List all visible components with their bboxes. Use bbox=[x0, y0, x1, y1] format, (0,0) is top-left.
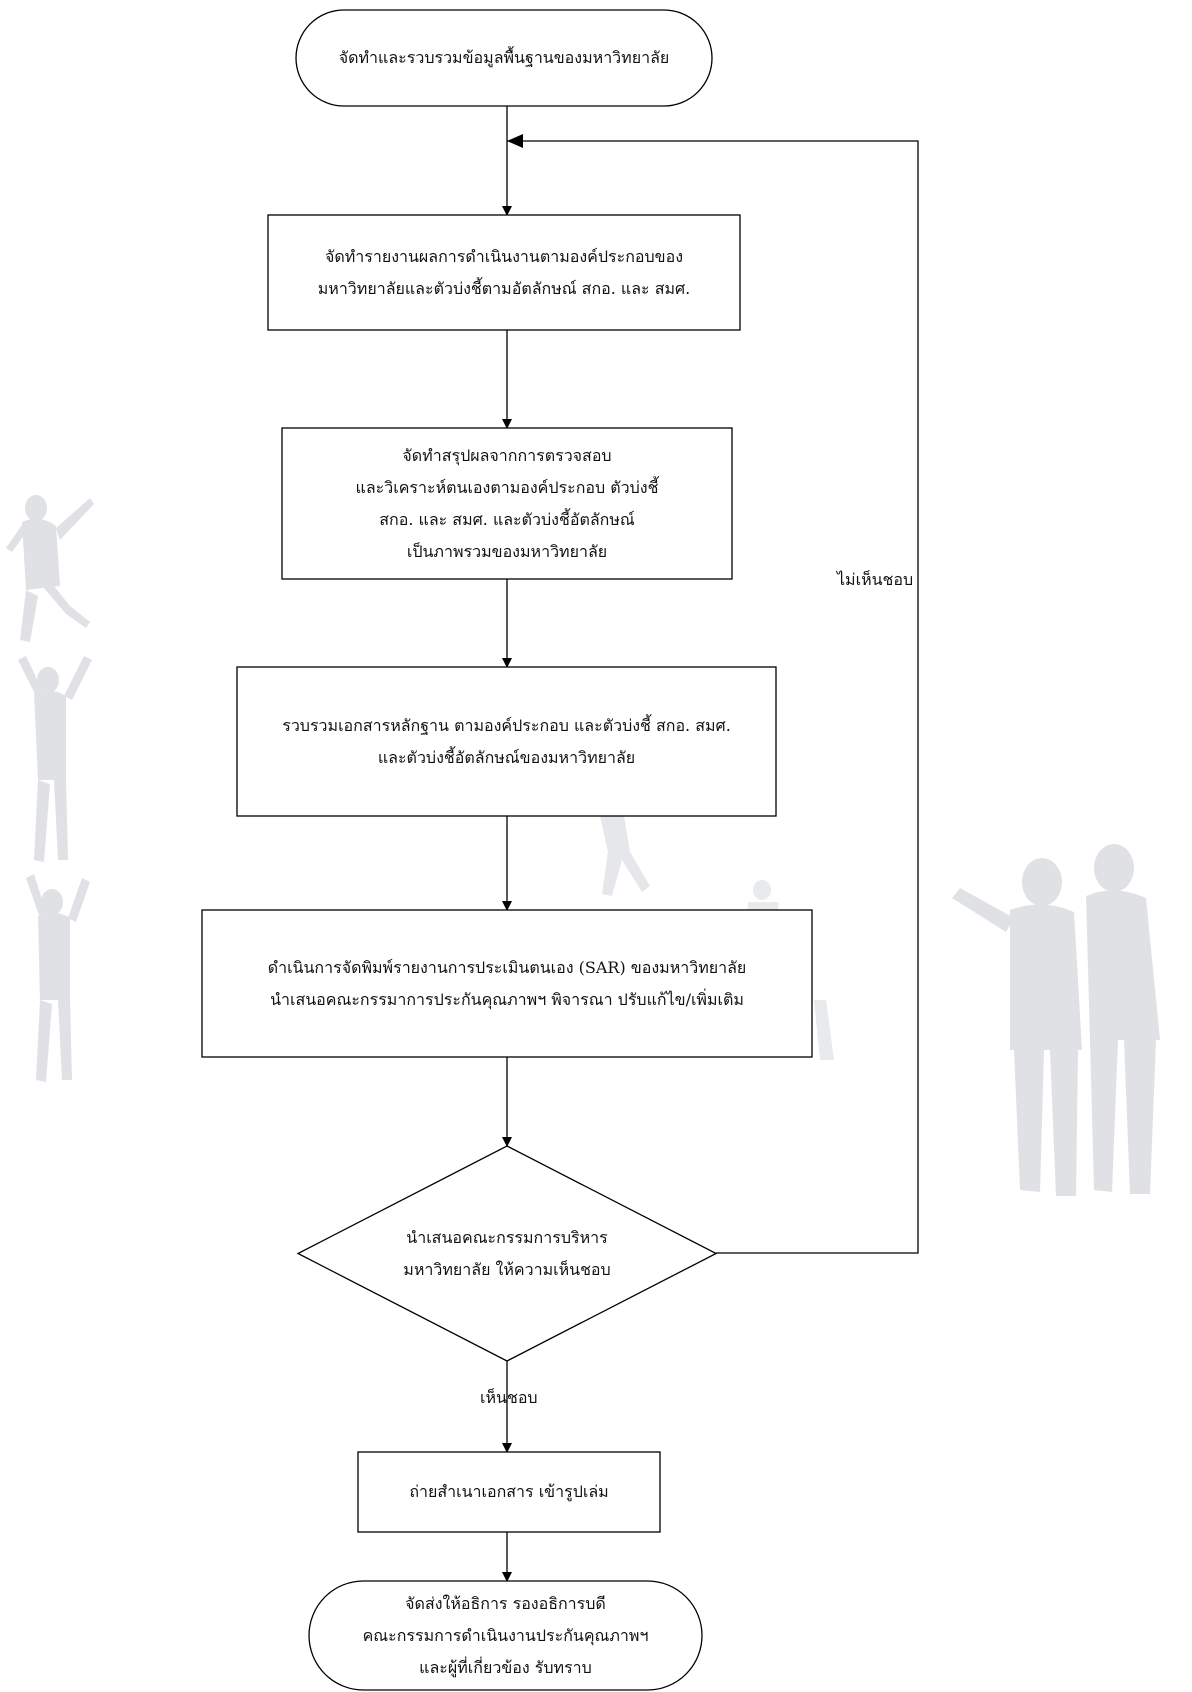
climber-figure-middle bbox=[18, 656, 92, 862]
edge-decision-report bbox=[507, 140, 919, 1254]
node-decision-line: มหาวิทยาลัย ให้ความเห็นชอบ bbox=[403, 1259, 611, 1279]
node-copy-line: ถ่ายสำเนาเอกสาร เข้ารูปเล่ม bbox=[409, 1482, 609, 1501]
node-collect-label: รวบรวมเอกสารหลักฐาน ตามองค์ประกอบ และตัว… bbox=[237, 667, 776, 816]
node-print-line: ดำเนินการจัดพิมพ์รายงานการประเมินตนเอง (… bbox=[267, 957, 747, 977]
background-figures bbox=[6, 495, 1160, 1196]
node-start-shape bbox=[295, 9, 713, 107]
node-copy-shape bbox=[357, 1451, 661, 1533]
node-print-shape bbox=[201, 909, 813, 1058]
edge-label-decision-copy: เห็นชอบ bbox=[480, 1388, 538, 1407]
node-report-label: จัดทำรายงานผลการดำเนินงานตามองค์ประกอบขอ… bbox=[268, 215, 740, 330]
node-start-line: จัดทำและรวบรวมข้อมูลพื้นฐานของมหาวิทยาลั… bbox=[338, 48, 670, 67]
node-collect-shape bbox=[236, 666, 777, 817]
node-print-line: นำเสนอคณะกรรมาการประกันคุณภาพฯ พิจารณา ป… bbox=[270, 989, 744, 1009]
node-end-label: จัดส่งให้อธิการ รองอธิการบดีคณะกรรมการดำ… bbox=[309, 1581, 702, 1690]
climber-figure-top bbox=[6, 495, 94, 642]
node-report-shape bbox=[267, 214, 741, 331]
node-report-line: จัดทำรายงานผลการดำเนินงานตามองค์ประกอบขอ… bbox=[324, 246, 684, 266]
node-collect-line: และตัวบ่งชี้อัตลักษณ์ของมหาวิทยาลัย bbox=[377, 747, 636, 767]
node-end-line: และผู้ที่เกี่ยวข้อง รับทราบ bbox=[419, 1657, 592, 1677]
node-print-label: ดำเนินการจัดพิมพ์รายงานการประเมินตนเอง (… bbox=[202, 910, 812, 1057]
node-start-label: จัดทำและรวบรวมข้อมูลพื้นฐานของมหาวิทยาลั… bbox=[296, 10, 712, 106]
node-decision-shape bbox=[296, 1145, 718, 1362]
node-summary-shape bbox=[281, 427, 733, 580]
edge-arrowhead-loop bbox=[507, 134, 523, 148]
node-summary-line: และวิเคราะห์ตนเองตามองค์ประกอบ ตัวบ่งชี้ bbox=[355, 477, 659, 497]
node-decision-label: นำเสนอคณะกรรมการบริหารมหาวิทยาลัย ให้ควา… bbox=[298, 1146, 716, 1361]
node-summary-line: เป็นภาพรวมของมหาวิทยาลัย bbox=[406, 541, 608, 561]
walking-figure bbox=[600, 816, 650, 896]
flowchart-edges bbox=[502, 106, 919, 1582]
node-copy-label: ถ่ายสำเนาเอกสาร เข้ารูปเล่ม bbox=[358, 1452, 660, 1532]
climber-figure-bottom bbox=[26, 874, 90, 1082]
edge-label-decision-report: ไม่เห็นชอบ bbox=[837, 570, 914, 589]
node-summary-line: จัดทำสรุปผลจากการตรวจสอบ bbox=[402, 445, 612, 465]
flowchart-nodes bbox=[201, 9, 813, 1691]
node-report-line: มหาวิทยาลัยและตัวบ่งชี้ตามอัตลักษณ์ สกอ.… bbox=[317, 278, 691, 298]
node-summary-line: สกอ. และ สมศ. และตัวบ่งชี้อัตลักษณ์ bbox=[379, 509, 635, 529]
node-decision-line: นำเสนอคณะกรรมการบริหาร bbox=[406, 1227, 608, 1247]
node-end-line: จัดส่งให้อธิการ รองอธิการบดี bbox=[405, 1593, 606, 1613]
node-end-line: คณะกรรมการดำเนินงานประกันคุณภาพฯ bbox=[362, 1625, 649, 1645]
node-summary-label: จัดทำสรุปผลจากการตรวจสอบและวิเคราะห์ตนเอ… bbox=[282, 428, 732, 579]
node-collect-line: รวบรวมเอกสารหลักฐาน ตามองค์ประกอบ และตัว… bbox=[282, 715, 731, 735]
node-end-shape bbox=[308, 1580, 703, 1691]
businessmen-figures bbox=[952, 844, 1160, 1196]
